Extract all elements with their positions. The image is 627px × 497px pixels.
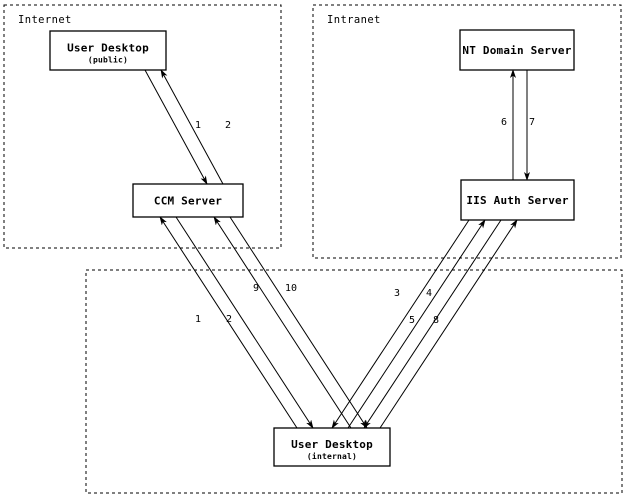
flow-arrow-flow-1-public: [144, 69, 208, 185]
flow-arrow-flow-3: [331, 219, 470, 429]
node-subtitle-user-desktop-internal: (internal): [307, 451, 357, 461]
zone-label-intranet: Intranet: [327, 14, 381, 26]
flows-layer: [144, 69, 530, 429]
zone-intranet: Intranet: [312, 4, 622, 259]
flow-label-flow-10: 10: [285, 283, 297, 294]
flow-arrow-flow-8: [379, 219, 518, 429]
node-user-desktop-public: User Desktop(public): [49, 30, 167, 71]
zone-label-internet: Internet: [18, 14, 72, 26]
flow-label-flow-9: 9: [253, 283, 259, 294]
node-title-iis-auth-server: IIS Auth Server: [466, 194, 569, 207]
flow-labels-layer: 1 2 6 7 1 2 9 10 3 4 5 8: [195, 117, 535, 326]
zone-internet: Internet: [3, 4, 282, 249]
node-box-ccm-server: [132, 183, 244, 218]
flow-label-flow-1-internal: 1: [195, 314, 201, 325]
flow-arrow-flow-9: [213, 216, 352, 429]
node-iis-auth-server: IIS Auth Server: [460, 179, 575, 221]
flow-label-flow-6: 6: [501, 117, 507, 128]
node-box-nt-domain-server: [459, 29, 575, 71]
node-box-user-desktop-internal: [273, 427, 391, 467]
node-nt-domain-server: NT Domain Server: [459, 29, 575, 71]
flow-arrow-flow-1-internal: [159, 216, 298, 429]
node-title-user-desktop-public: User Desktop: [67, 42, 149, 55]
flow-arrow-flow-5: [363, 219, 502, 429]
flow-label-flow-2-public: 2: [225, 120, 231, 131]
flow-label-flow-8: 8: [433, 315, 439, 326]
node-ccm-server: CCM Server: [132, 183, 244, 218]
flow-arrow-flow-2-public: [160, 69, 224, 185]
flow-label-flow-7: 7: [529, 117, 535, 128]
flow-label-flow-3: 3: [394, 288, 400, 299]
flow-arrow-flow-10: [229, 216, 368, 429]
flow-label-flow-1-public: 1: [195, 120, 201, 131]
zone-boundary-internal: [85, 269, 623, 494]
zone-boundary-intranet: [312, 4, 622, 259]
node-title-user-desktop-internal: User Desktop: [291, 438, 373, 451]
node-title-ccm-server: CCM Server: [154, 195, 222, 208]
flow-label-flow-2-internal: 2: [226, 314, 232, 325]
node-box-iis-auth-server: [460, 179, 575, 221]
flow-label-flow-4: 4: [426, 288, 432, 299]
node-title-nt-domain-server: NT Domain Server: [462, 44, 571, 57]
node-subtitle-user-desktop-public: (public): [88, 55, 128, 65]
flow-arrow-flow-2-internal: [175, 216, 314, 429]
node-box-user-desktop-public: [49, 30, 167, 71]
zone-internal: [85, 269, 623, 494]
zones-layer: Internet Intranet: [3, 4, 623, 494]
flow-arrow-flow-4: [347, 219, 486, 429]
node-user-desktop-internal: User Desktop(internal): [273, 427, 391, 467]
flow-label-flow-5: 5: [409, 315, 415, 326]
zone-boundary-internet: [3, 4, 282, 249]
